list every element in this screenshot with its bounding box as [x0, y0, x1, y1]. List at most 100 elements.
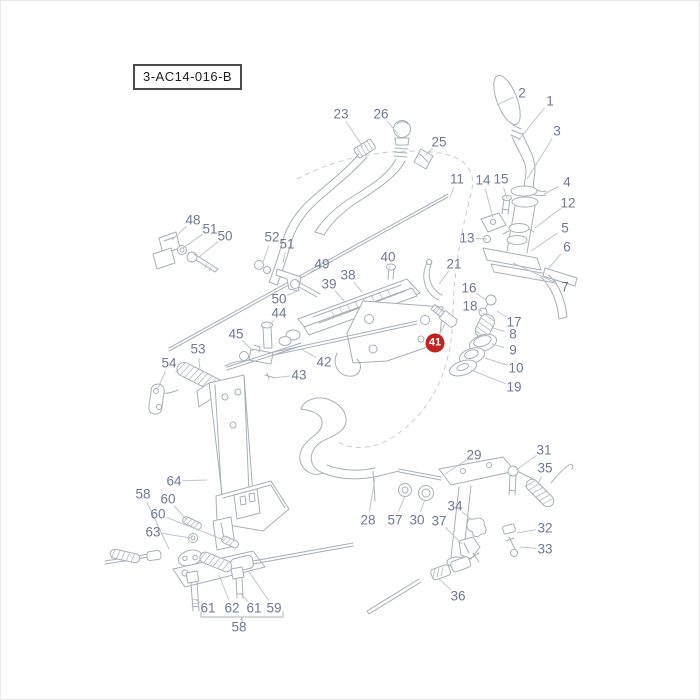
- leader-line-32: [517, 530, 536, 533]
- callout-15: 15: [493, 171, 509, 187]
- leader-line-29: [445, 460, 466, 474]
- leader-line-25: [426, 148, 433, 155]
- callout-60: 60: [150, 506, 166, 522]
- callout-9: 9: [509, 342, 517, 358]
- callout-13: 13: [459, 230, 475, 246]
- leader-line-3: [527, 139, 552, 179]
- callout-50: 50: [217, 228, 233, 244]
- leader-line-9: [492, 344, 504, 348]
- callout-16: 16: [461, 280, 477, 296]
- leader-line-21: [439, 271, 449, 284]
- callout-61: 61: [246, 600, 262, 616]
- callout-44: 44: [271, 305, 287, 321]
- detent-stack: [448, 295, 499, 379]
- callout-32: 32: [537, 520, 553, 536]
- leader-line-14: [485, 189, 493, 218]
- callout-39: 39: [321, 276, 337, 292]
- hand-grip: [300, 398, 399, 501]
- callout-31: 31: [536, 442, 552, 458]
- callout-18: 18: [462, 298, 478, 314]
- leader-line-37: [445, 527, 462, 544]
- callout-11: 11: [449, 171, 465, 187]
- leader-line-61: [241, 594, 248, 601]
- callout-63: 63: [145, 524, 161, 540]
- leader-line-30: [420, 500, 425, 512]
- callout-6: 6: [563, 239, 571, 255]
- bent-tube: [269, 139, 376, 285]
- callout-54: 54: [161, 355, 177, 371]
- callout-21: 21: [446, 256, 462, 272]
- leader-line-4: [544, 186, 559, 194]
- bolt-spring-group: [508, 464, 573, 509]
- callout-49: 49: [314, 256, 330, 272]
- leader-line-54: [158, 371, 165, 388]
- leader-line-60: [166, 517, 224, 540]
- highlighted-callout-41: 41: [425, 333, 445, 353]
- leader-line-50: [199, 242, 218, 257]
- leader-line-23: [346, 121, 363, 147]
- callout-29: 29: [466, 447, 482, 463]
- callout-4: 4: [563, 174, 571, 190]
- mounting-plate: [335, 301, 443, 376]
- leader-line-53: [199, 358, 200, 370]
- leader-line-7: [513, 263, 557, 283]
- callout-34: 34: [447, 498, 463, 514]
- leader-line-44: [269, 320, 274, 326]
- callout-5: 5: [561, 220, 569, 236]
- leader-line-43: [273, 376, 290, 378]
- leader-line-19: [471, 370, 506, 384]
- leader-line-60: [174, 506, 187, 520]
- callout-60: 60: [160, 491, 176, 507]
- leader-line-26: [387, 121, 398, 134]
- leader-line-59: [249, 572, 269, 601]
- leader-line-64: [183, 480, 207, 481]
- leader-line-39: [335, 291, 345, 302]
- leader-line-17: [497, 311, 506, 317]
- bottom-linkage-group: [105, 516, 353, 623]
- leader-line-5: [531, 233, 558, 251]
- callout-37: 37: [431, 513, 447, 529]
- callout-23: 23: [333, 106, 349, 122]
- callout-52: 52: [264, 229, 280, 245]
- pedal-bracket: [197, 375, 289, 550]
- leader-line-63: [162, 533, 191, 538]
- callout-17: 17: [506, 314, 522, 330]
- leader-line-15: [504, 188, 507, 199]
- hook-rod: [424, 260, 442, 301]
- callout-7: 7: [561, 279, 569, 295]
- callout-25: 25: [431, 134, 447, 150]
- callout-51: 51: [202, 221, 218, 237]
- leader-line-34: [462, 512, 472, 520]
- pivot-bolt-group: [255, 261, 321, 349]
- leader-line-31: [516, 455, 537, 470]
- callout-50: 50: [271, 291, 287, 307]
- leader-line-2: [497, 97, 514, 105]
- leader-line-45: [242, 340, 253, 351]
- callout-58: 58: [135, 486, 151, 502]
- callout-19: 19: [506, 379, 522, 395]
- leader-line-38: [354, 282, 362, 292]
- callout-38: 38: [340, 267, 356, 283]
- leader-line-18: [478, 309, 482, 311]
- leader-line-8: [493, 328, 504, 331]
- diagram-code-box: 3-AC14-016-B: [133, 64, 243, 90]
- callout-1: 1: [546, 93, 554, 109]
- leader-line-61: [196, 600, 201, 603]
- callout-45: 45: [228, 326, 244, 342]
- callout-43: 43: [291, 367, 307, 383]
- callout-26: 26: [373, 106, 389, 122]
- lower-cable: [367, 553, 479, 614]
- callout-58: 58: [231, 619, 247, 635]
- leader-line-51: [183, 234, 203, 248]
- callout-59: 59: [266, 600, 282, 616]
- leader-line-62: [219, 575, 229, 600]
- leader-line-50: [287, 290, 300, 295]
- callout-10: 10: [508, 360, 524, 376]
- leader-line-41: [440, 322, 446, 333]
- callout-64: 64: [166, 473, 182, 489]
- leader-line-52: [263, 245, 269, 262]
- callout-57: 57: [387, 512, 403, 528]
- callout-53: 53: [190, 341, 206, 357]
- leader-line-11: [450, 187, 454, 197]
